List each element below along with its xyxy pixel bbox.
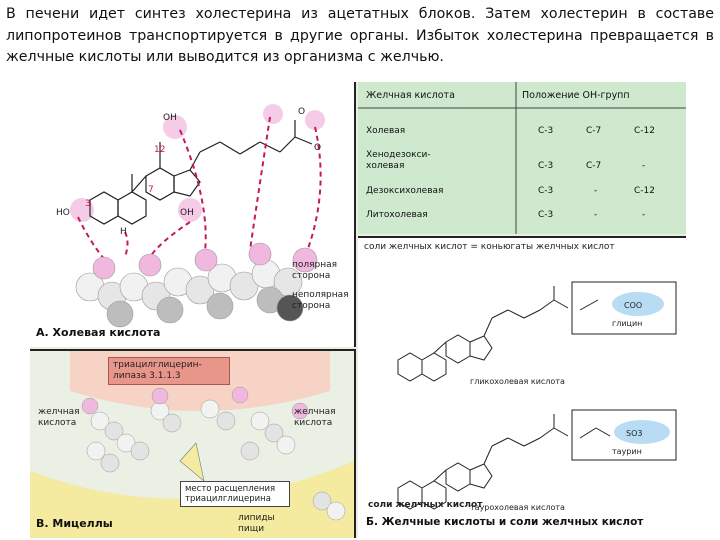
- cholic-acid-illustration: HO H OH OH O O 3 7 12: [56, 104, 325, 328]
- table-cell: С-3: [538, 161, 554, 171]
- atom-label: O: [314, 143, 321, 153]
- table-cell: С-7: [586, 161, 602, 171]
- table-header-acid: Желчная кислота: [366, 90, 455, 101]
- table-cell: -: [642, 210, 646, 220]
- table-row-name: Литохолевая: [366, 210, 428, 220]
- table-cell: С-12: [634, 126, 655, 136]
- panel-a-title: А. Холевая кислота: [36, 326, 161, 339]
- atom-label: 3: [85, 199, 91, 209]
- panel-cholic-acid: HO H OH OH O O 3 7 12 полярная сторона н…: [30, 82, 356, 347]
- table-cell: -: [594, 210, 598, 220]
- conjugates-illustration: COO SO3 глицин таурин гликохолевая кисло…: [397, 281, 677, 512]
- nonpolar-side-label: неполярная сторона: [292, 290, 349, 311]
- table-header-oh: Положение ОН-групп: [522, 90, 630, 101]
- taurocholic-label: таурохолевая кислота: [470, 503, 565, 512]
- table-cell: С-3: [538, 210, 554, 220]
- table-row-name: Холевая: [366, 126, 406, 136]
- table-cell: С-3: [538, 126, 554, 136]
- bile-acids-figure: HO H OH OH O O 3 7 12 полярная сторона н…: [30, 82, 686, 538]
- panel-v-title: В. Мицеллы: [36, 517, 113, 530]
- dietary-lipids-label: липиды пищи: [238, 513, 275, 534]
- atom-label: OH: [163, 113, 177, 123]
- glycocholic-label: гликохолевая кислота: [470, 377, 565, 386]
- taurine-group: SO3: [626, 429, 642, 438]
- atom-label: O: [298, 107, 305, 117]
- table-cell: С-7: [586, 126, 602, 136]
- taurine-label: таурин: [612, 447, 642, 456]
- intro-paragraph: В печени идет синтез холестерина из ацет…: [6, 6, 714, 65]
- table-cell: С-12: [634, 186, 655, 196]
- bile-acids-table: Желчная кислота Положение ОН-групп Холев…: [358, 82, 686, 234]
- bile-acid-right: желчная кислота: [294, 407, 336, 428]
- panel-b-header: соли желчных кислот = коньюгаты желчных …: [364, 242, 615, 252]
- polar-side-label: полярная сторона: [292, 260, 338, 281]
- bile-acid-left: желчная кислота: [38, 407, 80, 428]
- atom-label: HO: [56, 208, 70, 218]
- atom-label: 12: [154, 145, 165, 155]
- salts-caption: соли желчных кислот: [368, 500, 483, 510]
- table-row-name: Дезоксихолевая: [366, 186, 444, 196]
- atom-label: H: [120, 227, 127, 237]
- panel-micelles: триацилглицерин-липаза 3.1.1.3 желчная к…: [30, 349, 356, 538]
- lipase-label: триацилглицерин-липаза 3.1.1.3: [108, 357, 230, 385]
- table-cell: С-3: [538, 186, 554, 196]
- atom-label: OH: [180, 208, 194, 218]
- table-cell: -: [642, 161, 646, 171]
- glycine-label: глицин: [612, 319, 642, 328]
- panel-bile-salts: COO SO3 глицин таурин гликохолевая кисло…: [358, 236, 686, 538]
- glycine-group: COO: [624, 301, 642, 310]
- table-lines: [358, 82, 686, 234]
- table-cell: -: [594, 186, 598, 196]
- cleavage-site-label: место расщепления триацилглицерина: [180, 481, 290, 507]
- table-row-name: Хенодезокси-холевая: [366, 150, 431, 171]
- atom-label: 7: [148, 185, 154, 195]
- panel-b-title: Б. Желчные кислоты и соли желчных кислот: [366, 516, 644, 528]
